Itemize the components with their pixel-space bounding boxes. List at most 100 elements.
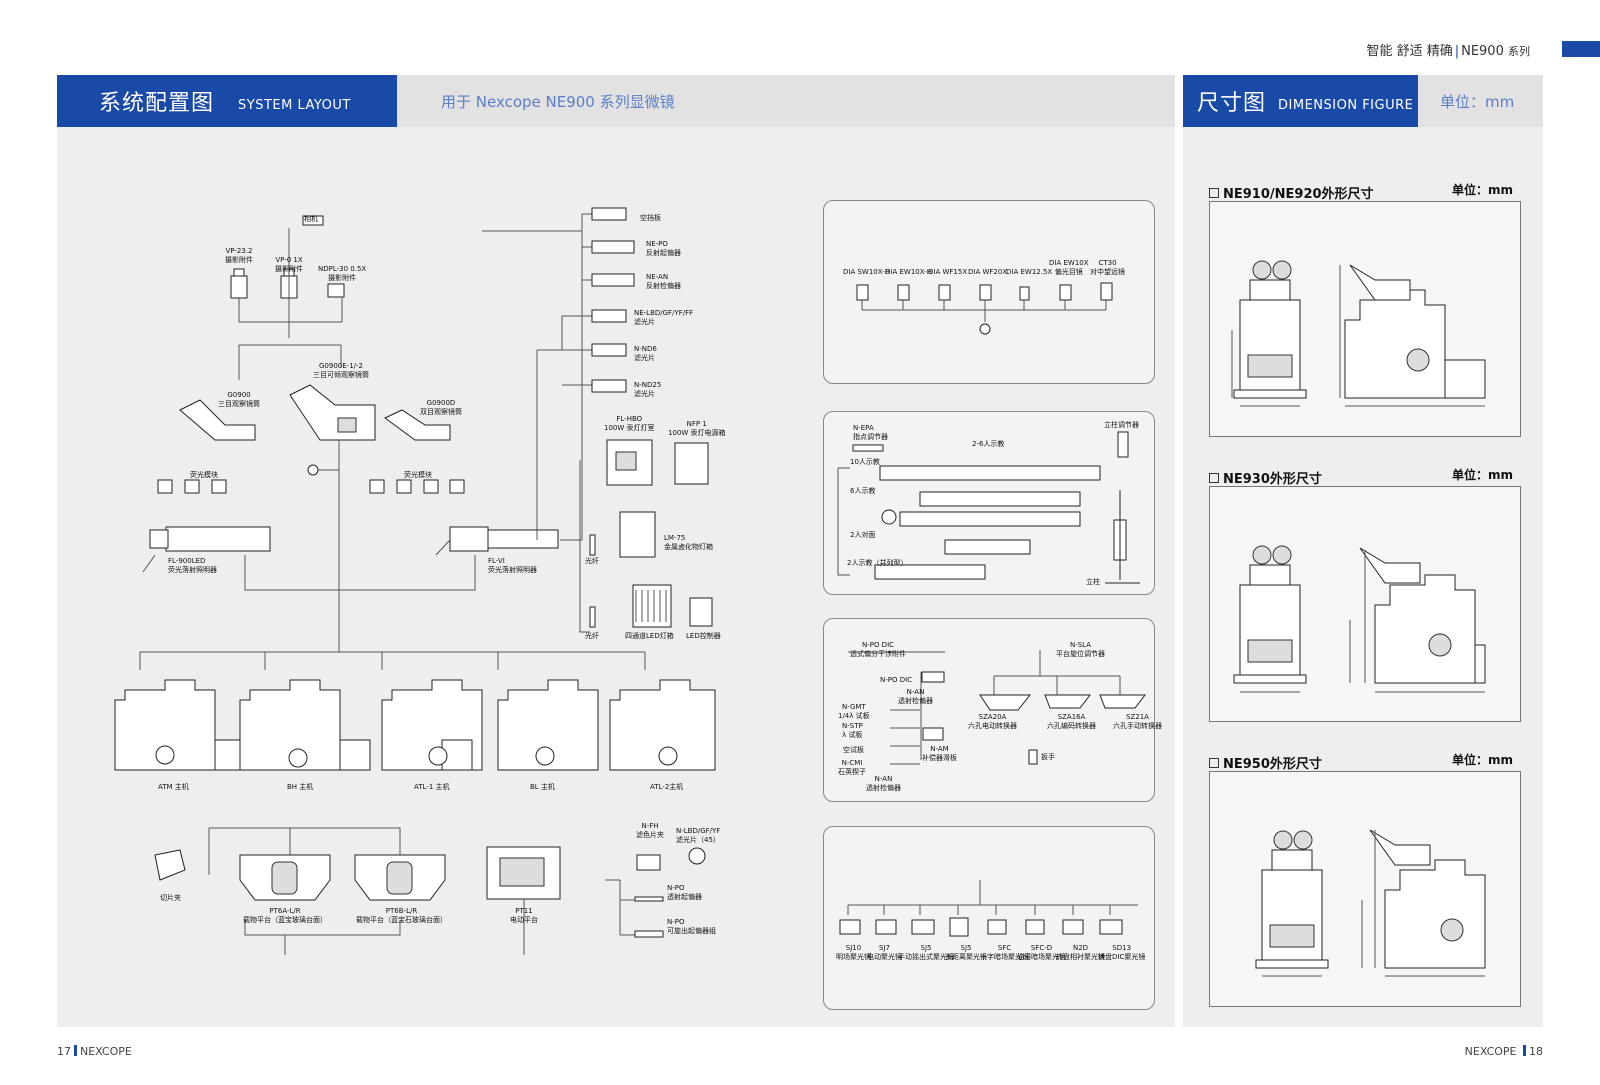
system-layout-title-box: 系统配置图 SYSTEM LAYOUT <box>57 75 397 127</box>
dimension-header: 尺寸图 DIMENSION FIGURE 单位：mm <box>1183 75 1543 127</box>
footer-right: NEXCOPE 18 <box>1465 1045 1543 1058</box>
condenser-label-6: SFC-D 油浸暗场聚光镜 <box>1017 944 1066 961</box>
dic-blank: 空试板 <box>843 746 864 754</box>
label-fl-cube-right: 荧光模块 <box>404 471 432 479</box>
label-stand-bl: BL 主机 <box>530 783 555 791</box>
label-ne-po: NE-PO 反射起偏器 <box>646 240 681 257</box>
dimension-title-en: DIMENSION FIGURE <box>1278 97 1414 113</box>
dimension-title: 尺寸图 <box>1197 91 1267 116</box>
eyepiece-label-7: CT30 对中望远镜 <box>1090 259 1125 276</box>
label-stand-bh: BH 主机 <box>287 783 314 791</box>
dim-title-ne930: NE930外形尺寸 <box>1209 468 1322 487</box>
label-stand-atl2: ATL-2主机 <box>650 783 684 791</box>
label-led-lamp: 四通道LED灯箱 <box>625 632 674 640</box>
dimension-title-box: 尺寸图 DIMENSION FIGURE <box>1183 75 1418 127</box>
label-ne-filters: NE-LBD/GF/YF/FF 滤光片 <box>634 309 694 326</box>
dim-title-ne950: NE950外形尺寸 <box>1209 753 1322 772</box>
label-ndpl: NDPL-30 0.5X 摄影附件 <box>318 265 367 282</box>
label-stand-atm: ATM 主机 <box>158 783 189 791</box>
checkbox-icon <box>1209 188 1219 198</box>
system-layout-subtitle: 用于 Nexcope NE900 系列显微镜 <box>441 92 675 111</box>
label-n-po: N-PO 透射起偏器 <box>667 884 702 901</box>
dic-n-stp: N-STP λ 试板 <box>842 722 863 739</box>
label-vp23: VP-23.2 摄影附件 <box>225 247 253 264</box>
label-pt6b: PT6B-L/R 载物平台（蓝宝石玻璃台面） <box>356 907 447 924</box>
page-number-right: 18 <box>1529 1045 1543 1058</box>
dimension-unit: 单位：mm <box>1440 92 1515 111</box>
dimension-unit-box: 单位：mm <box>1418 75 1514 127</box>
dic-box <box>823 618 1155 802</box>
label-n-lbd: N-LBD/GF/YF 滤光片（45） <box>676 827 721 844</box>
label-fiber-left: 光纤 <box>585 557 599 565</box>
label-pt11: PT11 电动平台 <box>510 907 538 924</box>
label-fl-cube-left: 荧光模块 <box>190 471 218 479</box>
footer-brand-left: NEXCOPE <box>80 1045 132 1058</box>
dic-n-am: N-AM 补偿器滑板 <box>922 745 957 762</box>
footer-left: 17 NEXCOPE <box>57 1045 132 1058</box>
condenser-label-4: SJ5 长距离聚光镜 <box>945 944 987 961</box>
footer-accent-bar <box>74 1045 77 1056</box>
label-clip: 切片夹 <box>160 894 181 902</box>
label-n-fh: N-FH 滤色片夹 <box>636 822 664 839</box>
label-camera: 相机 <box>304 215 318 223</box>
dim-unit-ne950: 单位：mm <box>1452 753 1514 767</box>
eyepiece-label-6: DIA EW10X 偏光目镜 <box>1049 259 1089 276</box>
footer-brand-right: NEXCOPE <box>1464 1045 1517 1058</box>
system-layout-header: 系统配置图 SYSTEM LAYOUT 用于 Nexcope NE900 系列显… <box>57 75 1175 127</box>
label-ne-an: NE-AN 反射检偏器 <box>646 273 681 290</box>
dim-unit-ne930: 单位：mm <box>1452 468 1514 482</box>
dic-n-po-dic: N-PO DIC 透式偏分干涉附件 <box>850 641 906 658</box>
footer-accent-bar <box>1523 1045 1526 1056</box>
label-n-nd25: N-ND25 滤光片 <box>634 381 662 398</box>
checkbox-icon <box>1209 758 1219 768</box>
dic-n-an2: N-AN 透射检偏器 <box>866 775 901 792</box>
condenser-label-1: SJ10 明场聚光镜 <box>836 944 871 961</box>
dic-sza16a: SZA16A 六孔编码转换器 <box>1047 713 1096 730</box>
dim-title-ne910: NE910/NE920外形尺寸 <box>1209 183 1374 202</box>
label-nfp: NFP 1 100W 汞灯电源箱 <box>668 420 726 437</box>
eyepiece-label-5: DIA EW12.5X <box>1006 268 1053 276</box>
series-text: 系列 <box>1508 45 1530 58</box>
system-layout-title: 系统配置图 <box>99 91 215 116</box>
label-head-trino-ergo: G0900E-1/-2 三目可倾观察镜筒 <box>313 362 369 379</box>
model-name: NE900 <box>1461 44 1504 59</box>
label-led-ctrl: LED控制器 <box>686 632 721 640</box>
condenser-label-3: SJ5 手动摇出式聚光镜 <box>898 944 954 961</box>
page-number-left: 17 <box>57 1045 71 1058</box>
eyepiece-label-3: DIA WF15X <box>928 268 968 276</box>
dim-title-ne930-text: NE930外形尺寸 <box>1223 472 1322 487</box>
system-layout-title-en: SYSTEM LAYOUT <box>238 97 351 113</box>
teaching-2-6: 2-6人示教 <box>972 440 1005 448</box>
condenser-label-2: SJ7 电动聚光镜 <box>867 944 902 961</box>
eyepiece-label-4: DIA WF20X <box>968 268 1008 276</box>
label-n-po2: N-PO 可旋出起偏器组 <box>667 918 716 935</box>
condenser-label-7: N2D 转盘相衬聚光镜 <box>1056 944 1105 961</box>
dic-sza20a: SZA20A 六孔电动转换器 <box>968 713 1017 730</box>
system-layout-subtitle-box: 用于 Nexcope NE900 系列显微镜 <box>397 75 675 127</box>
label-vp1x: VP-0 1X 摄影附件 <box>275 256 303 273</box>
teaching-10: 10人示教 <box>850 458 880 466</box>
dic-n-cmi: N-CMI 石英楔子 <box>838 759 866 776</box>
dic-n-po-dic2: N-PO DIC <box>880 676 913 684</box>
eyepiece-label-2: DIA EW10X-H <box>885 268 932 276</box>
teaching-6: 6人示教 <box>850 487 876 495</box>
label-fl-led: FL-900LED 荧光落射照明器 <box>168 557 217 574</box>
label-aperture: 空挡板 <box>640 214 661 222</box>
dim-unit-ne910: 单位：mm <box>1452 183 1514 197</box>
teaching-n-epa: N-EPA 指点调节器 <box>853 424 888 441</box>
label-lm75: LM-75 金属卤化物灯箱 <box>664 534 713 551</box>
teaching-2-side: 2人示教（并列型） <box>847 559 908 567</box>
label-head-trino: G0900 三目观察镜筒 <box>218 391 260 408</box>
teaching-column: 立柱 <box>1086 578 1100 586</box>
dic-n-an: N-AN 透射检偏器 <box>898 688 933 705</box>
dic-n-gmt: N-GMT 1/4λ 试板 <box>838 703 870 720</box>
teaching-stand-adjuster: 立柱调节器 <box>1104 421 1139 429</box>
dic-n-sla: N-SLA 平台旋位调节器 <box>1056 641 1105 658</box>
dic-sz21a: SZ21A 六孔手动转换器 <box>1113 713 1162 730</box>
eyepiece-label-1: DIA SW10X-H <box>843 268 890 276</box>
dic-wrench: 扳手 <box>1041 753 1055 761</box>
dim-title-ne910-text: NE910/NE920外形尺寸 <box>1223 187 1374 202</box>
